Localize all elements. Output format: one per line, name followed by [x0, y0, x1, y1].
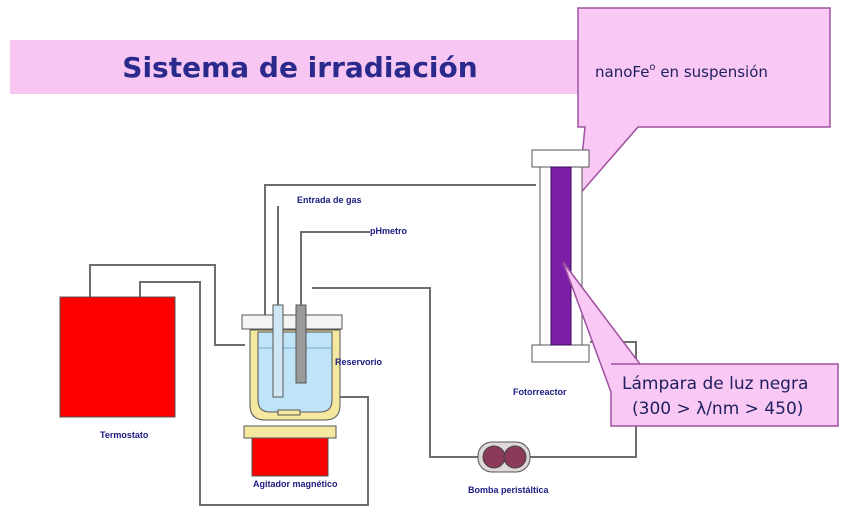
thermostat-line-out [89, 264, 245, 346]
thermostat [59, 296, 176, 418]
title-banner [10, 40, 585, 94]
gas-inlet-label: Entrada de gas [297, 195, 362, 205]
pump-roller-left [482, 445, 506, 469]
callout-lamp-line2: (300 > λ/nm > 450) [632, 399, 803, 419]
ph-meter-line [300, 231, 370, 305]
callout-lamp-line1: Lámpara de luz negra [622, 374, 808, 394]
pump-roller-right [503, 445, 527, 469]
reservoir-lid [241, 314, 343, 330]
photoreactor-label: Fotorreactor [513, 387, 567, 397]
gas-inlet-tube [272, 304, 284, 398]
reservoir-liquid [257, 331, 333, 413]
gas-line [264, 184, 536, 325]
black-light-lamp [550, 166, 572, 346]
callout-lamp [562, 261, 839, 427]
stir-bar [277, 409, 301, 416]
photoreactor-bottom-cap [531, 344, 590, 363]
photoreactor-top-cap [531, 149, 590, 168]
callout-suspension-text: nanoFeo en suspensión [595, 62, 768, 81]
thermostat-line-return [139, 281, 369, 506]
callout-suspension [577, 7, 831, 199]
pump-label: Bomba peristáltica [468, 485, 550, 495]
magnetic-stirrer [251, 437, 329, 477]
ph-meter-label: pHmetro [370, 226, 408, 236]
thermostat-label: Termostato [100, 430, 149, 440]
stirrer-plate [243, 425, 337, 439]
reservoir-to-pump-line [312, 287, 478, 458]
stirrer-label: Agitador magnético [253, 479, 338, 489]
ph-probe [295, 304, 307, 384]
page-title: Sistema de irradiación [122, 51, 477, 84]
reservoir-label: Reservorio [335, 357, 383, 367]
